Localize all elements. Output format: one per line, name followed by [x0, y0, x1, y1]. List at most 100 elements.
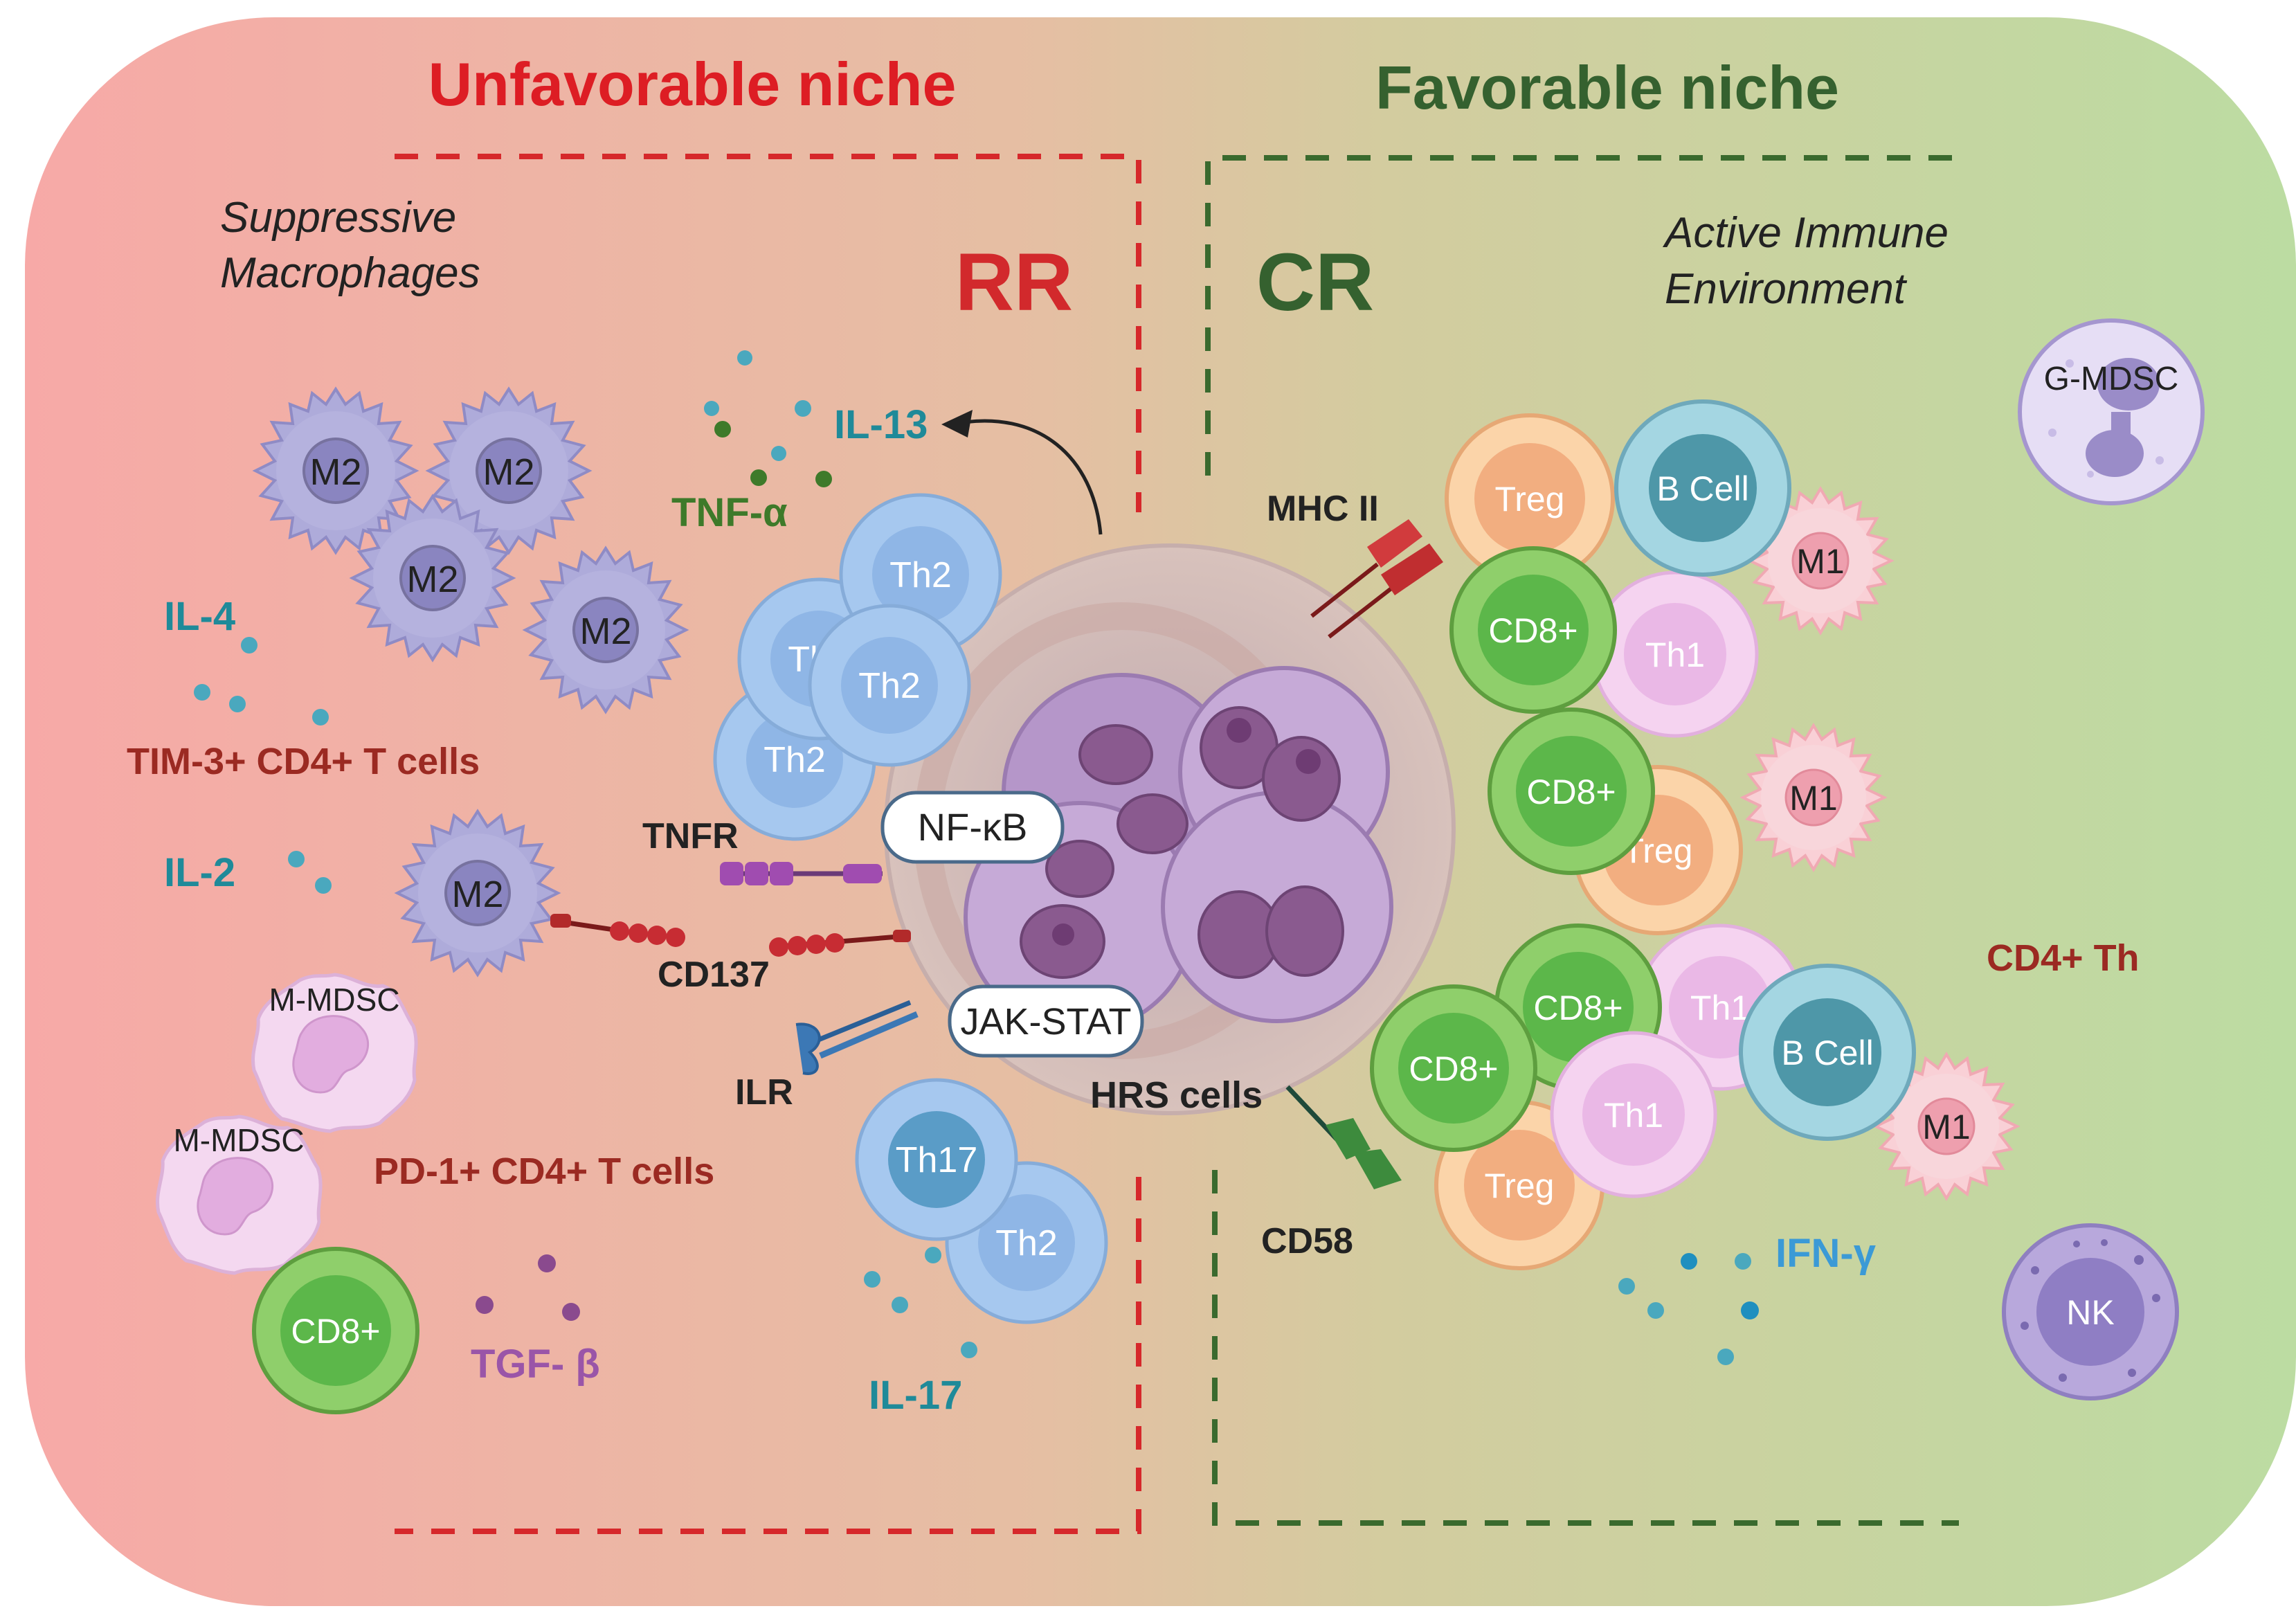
nfkb-box [880, 791, 1065, 864]
th2-cell: Th2 [715, 680, 874, 839]
th1-cell: Th1 [1593, 573, 1757, 736]
svg-text:Th2: Th2 [858, 666, 921, 706]
il4-dots [194, 637, 329, 726]
il2-dots [288, 851, 332, 894]
m2-cell: M2 [351, 495, 514, 661]
m2-cell: M2 [427, 388, 590, 554]
svg-text:M1: M1 [1796, 542, 1844, 581]
ilr-receptor [795, 1000, 919, 1075]
svg-text:Th1: Th1 [1690, 989, 1750, 1027]
ilr-label: ILR [735, 1072, 793, 1112]
svg-text:Th1: Th1 [1604, 1096, 1663, 1135]
il17-dots [864, 1247, 977, 1358]
m1-cell: M1 [1742, 724, 1886, 871]
svg-text:Treg: Treg [1485, 1166, 1555, 1205]
nfkb-label: NF-κB [918, 805, 1028, 849]
m1-cell: M1 [1874, 1053, 2018, 1200]
svg-text:M1: M1 [1789, 779, 1837, 818]
cd137-label: CD137 [658, 955, 770, 995]
svg-text:CD8+: CD8+ [291, 1312, 380, 1351]
cd137-receptor-hrs [769, 930, 911, 957]
th2-cell: Th2 [841, 495, 1000, 654]
cd137-receptor-m2 [550, 914, 685, 947]
pd1-tcells-label: PD-1+ CD4+ T cells [374, 1151, 714, 1192]
jakstat-box [948, 984, 1144, 1058]
il13-arrowhead [941, 410, 973, 438]
tnfr-receptor [720, 862, 883, 885]
svg-text:B Cell: B Cell [1781, 1034, 1873, 1072]
treg-cell: Treg [1447, 415, 1613, 582]
svg-text:CD8+: CD8+ [1526, 773, 1616, 811]
tnfa-label: TNF-α [671, 490, 788, 535]
m1-cell: M1 [1748, 487, 1892, 634]
tgfb-label: TGF- β [471, 1342, 600, 1387]
svg-text:M2: M2 [406, 559, 458, 600]
cd8-cell: CD8+ [1490, 710, 1653, 873]
svg-text:Th2: Th2 [763, 740, 826, 780]
mhc2-label: MHC II [1267, 489, 1379, 529]
th1-cell: Th1 [1638, 926, 1802, 1089]
svg-text:M2: M2 [451, 874, 503, 915]
hrs-cells-cluster [964, 666, 1393, 1034]
th2-cell: Th2 [947, 1163, 1106, 1322]
il13-arrow [955, 419, 1103, 535]
cd4-th-label: CD4+ Th [1987, 937, 2140, 979]
cr-dashed-bracket [1205, 155, 1959, 1526]
svg-text:Treg: Treg [1495, 480, 1565, 519]
m2-cell: M2 [524, 547, 687, 713]
m2-cell: M2 [254, 388, 417, 554]
cr-label: CR [1256, 237, 1374, 328]
tnfr-label: TNFR [642, 816, 739, 856]
svg-text:Th17: Th17 [896, 1140, 978, 1180]
il4-label: IL-4 [164, 594, 235, 639]
suppressive-macrophages-heading: Suppressive Macrophages [220, 194, 480, 297]
il2-label: IL-2 [164, 850, 235, 895]
jakstat-label: JAK-STAT [960, 1001, 1131, 1043]
ifng-label: IFN-γ [1775, 1231, 1877, 1276]
m-mdsc-cell: M-MDSC [157, 1117, 320, 1273]
nk-cell: NK [2002, 1223, 2179, 1400]
cd58-label: CD58 [1261, 1221, 1353, 1261]
g-mdsc-cell: G-MDSC [2018, 318, 2205, 505]
active-immune-heading: Active Immune Environment [1662, 209, 1960, 313]
svg-text:Th2: Th2 [995, 1223, 1058, 1263]
svg-text:M-MDSC: M-MDSC [173, 1122, 304, 1158]
cd8-cell: CD8+ [1372, 986, 1535, 1150]
unfavorable-niche-title: Unfavorable niche [428, 50, 957, 118]
svg-text:CD8+: CD8+ [1488, 611, 1578, 650]
tnfa-dots [714, 421, 832, 487]
hrs-cells-label: HRS cells [1090, 1074, 1263, 1116]
il13-label: IL-13 [834, 402, 928, 447]
svg-text:M2: M2 [579, 611, 631, 652]
favorable-niche-title: Favorable niche [1375, 53, 1839, 122]
b-cell: B Cell [1741, 966, 1914, 1139]
m2-cell: M2 [396, 810, 559, 976]
treg-cell: Treg [1436, 1102, 1602, 1268]
svg-text:NK: NK [2066, 1293, 2114, 1332]
svg-text:B Cell: B Cell [1656, 469, 1748, 508]
mhc2-receptor [1310, 519, 1443, 639]
cd8-cell: CD8+ [254, 1249, 417, 1412]
cd58-receptor [1285, 1085, 1402, 1189]
svg-text:M1: M1 [1922, 1108, 1970, 1146]
th2-cell: Th2 [810, 606, 969, 765]
svg-text:M2: M2 [482, 451, 534, 493]
il17-label: IL-17 [869, 1373, 962, 1418]
th17-cell: Th17 [857, 1080, 1016, 1239]
svg-text:M2: M2 [309, 451, 361, 493]
cd8-cell: CD8+ [1452, 548, 1615, 712]
svg-text:M-MDSC: M-MDSC [269, 982, 399, 1018]
m-mdsc-cell: M-MDSC [253, 975, 416, 1131]
ifng-dots [1618, 1253, 1759, 1365]
tim3-tcells-label: TIM-3+ CD4+ T cells [127, 741, 480, 782]
il13-dots [704, 350, 811, 461]
rr-label: RR [955, 237, 1073, 328]
b-cell: B Cell [1616, 402, 1789, 575]
svg-text:G-MDSC: G-MDSC [2044, 361, 2179, 397]
cd8-cell: CD8+ [1497, 926, 1660, 1089]
tgfb-dots [476, 1254, 580, 1321]
svg-text:CD8+: CD8+ [1409, 1049, 1498, 1088]
svg-text:CD8+: CD8+ [1533, 989, 1622, 1027]
svg-text:Th1: Th1 [1645, 636, 1705, 674]
